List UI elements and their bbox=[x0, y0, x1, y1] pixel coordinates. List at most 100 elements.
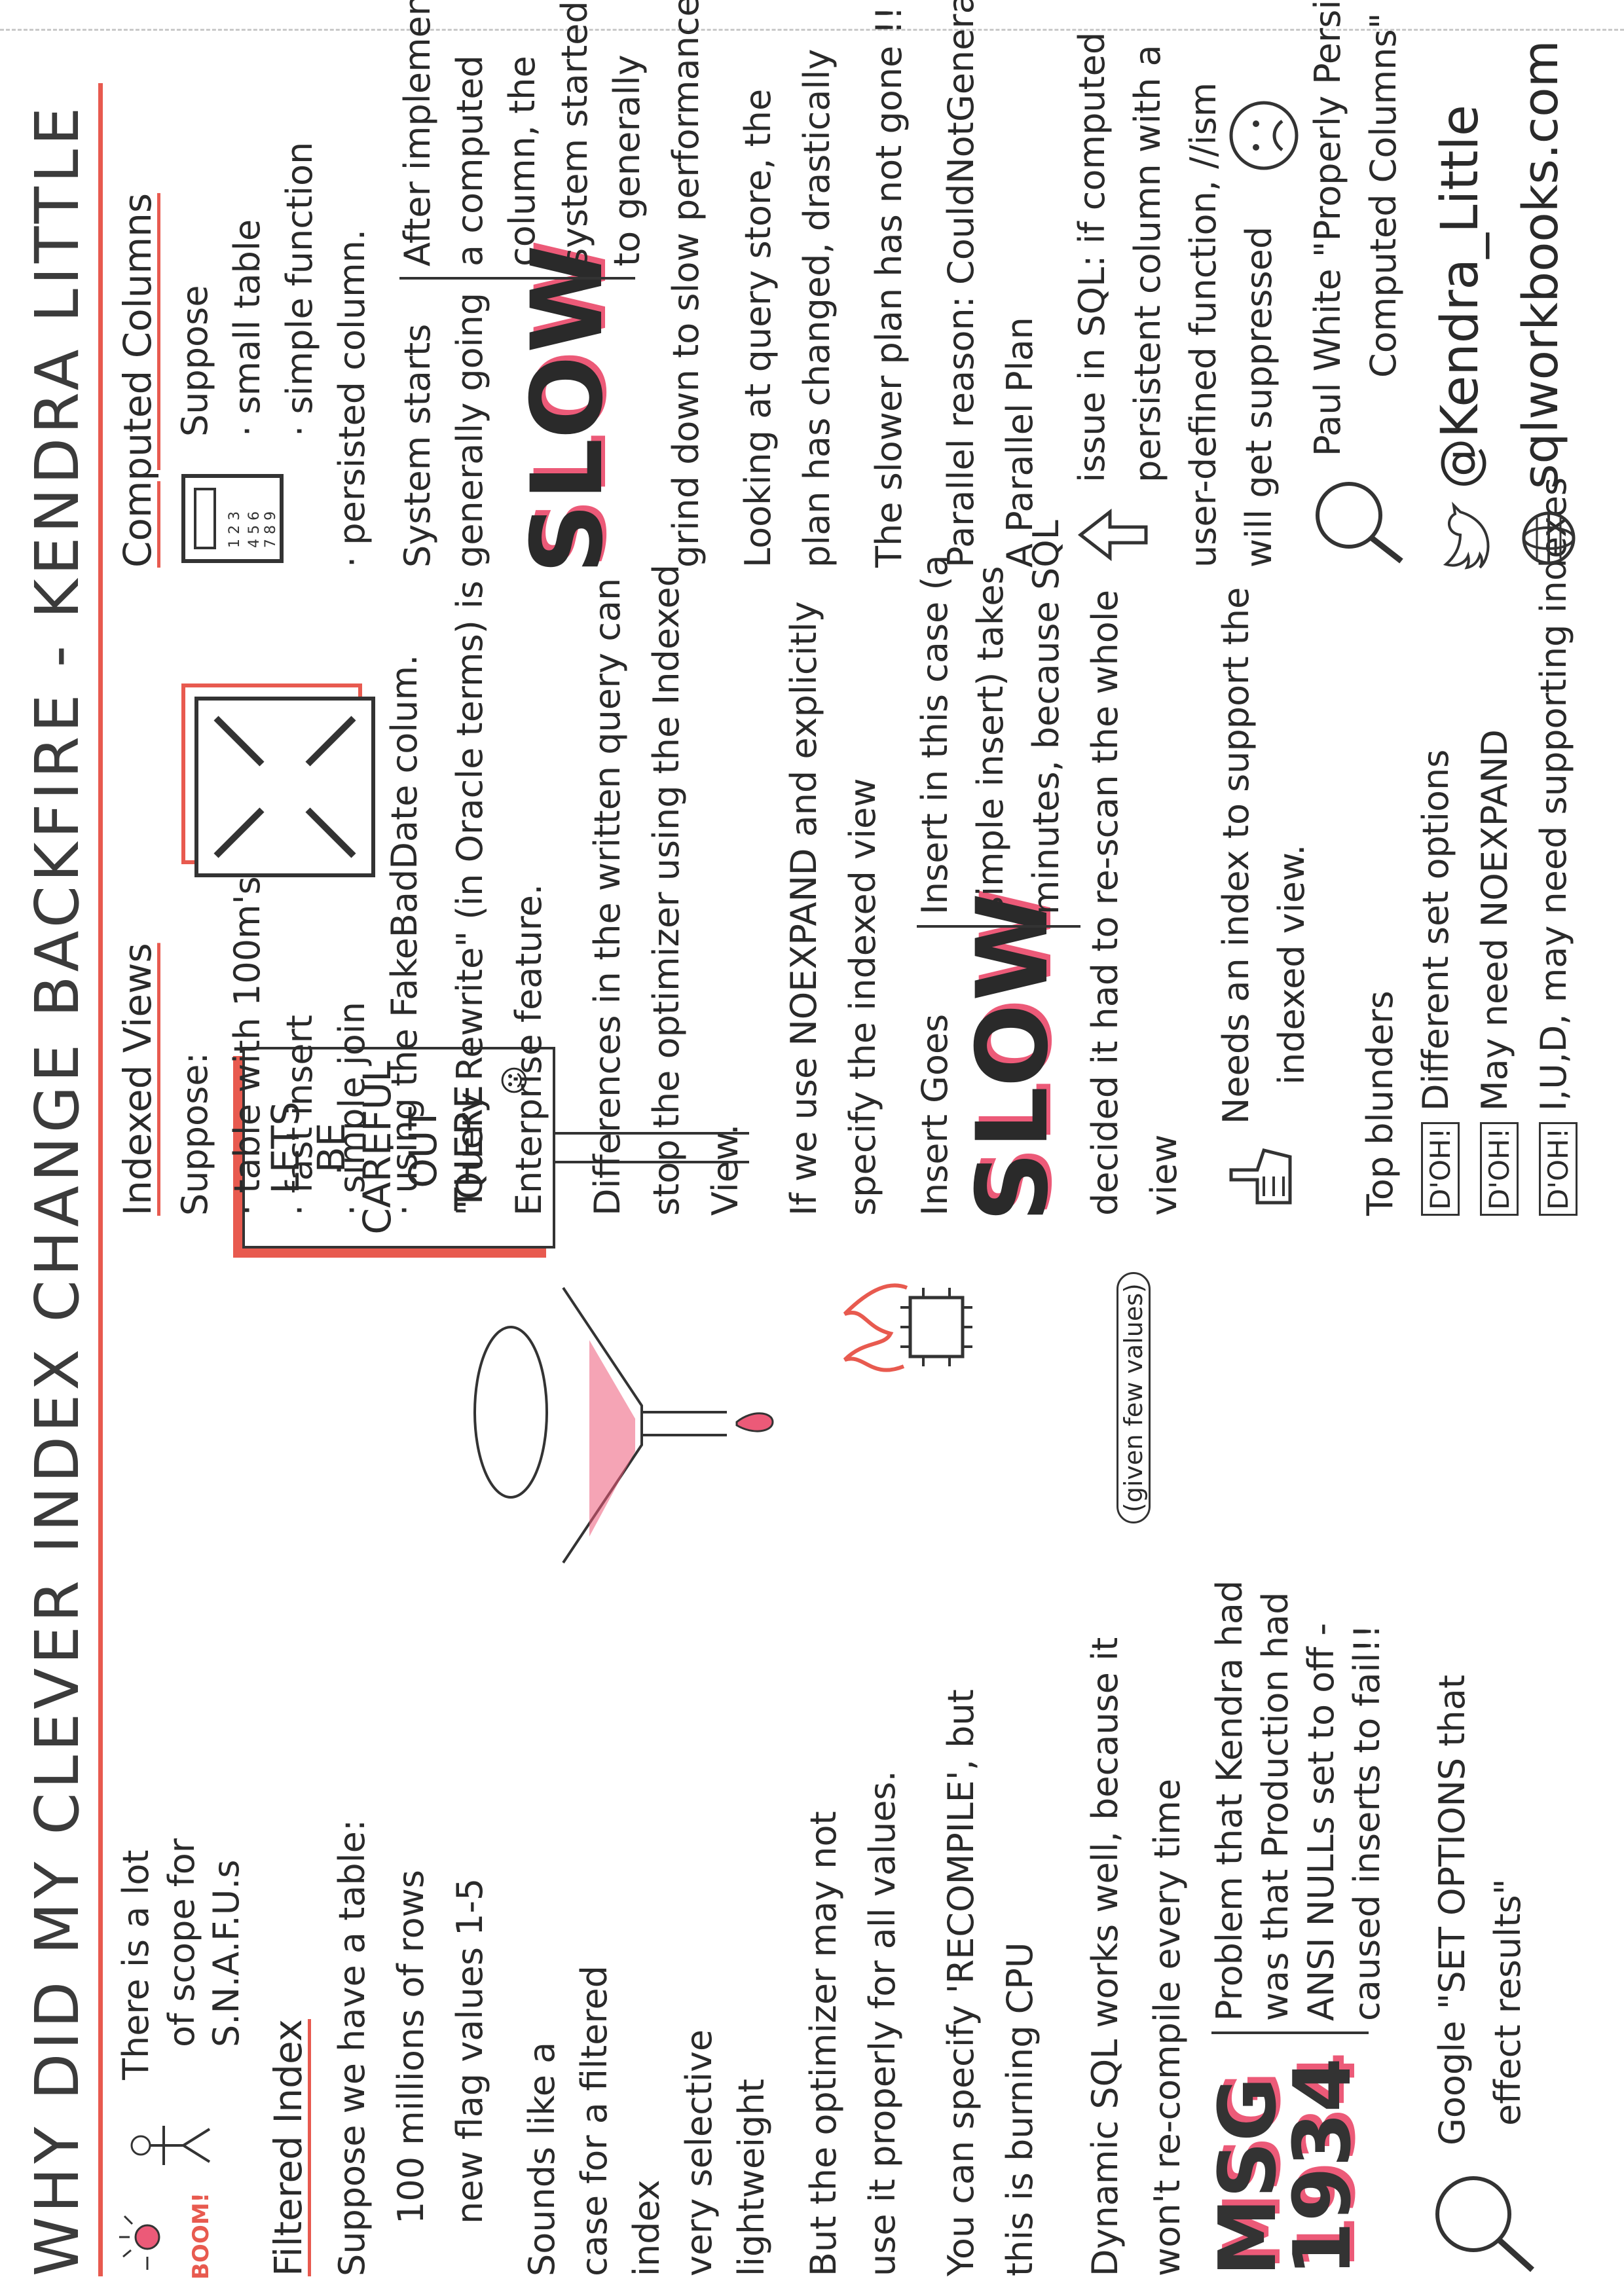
indexed-line-10: View. bbox=[705, 1123, 746, 1216]
insert-note-line-2: simple insert) takes bbox=[970, 566, 1011, 915]
magnifier-icon-2 bbox=[1316, 482, 1403, 564]
problem-line-3: ANSI NULLs set to off - bbox=[1301, 1622, 1342, 2021]
computed-more-line-4: The slower plan has not gone !! bbox=[868, 6, 910, 568]
title-underline bbox=[98, 83, 103, 2276]
computed-more-line-2: Looking at query store, the bbox=[737, 88, 779, 568]
stick-figure-icon bbox=[130, 2126, 211, 2165]
blunder-3-badge: D'OH! bbox=[1539, 1121, 1578, 1216]
sad-face-icon bbox=[1229, 101, 1299, 170]
svg-text:4 5 6: 4 5 6 bbox=[246, 511, 263, 548]
insert-note-line-3: minutes, because SQL bbox=[1025, 520, 1067, 915]
hand-point-icon bbox=[1229, 1148, 1292, 1205]
indexed-slow-word: SLOW bbox=[956, 890, 1070, 1222]
filtered-line-14: won't re-compile every time bbox=[1147, 1778, 1188, 2276]
paul-white-line-1: Paul White "Properly Persisted bbox=[1307, 0, 1348, 456]
filtered-line-11: You can specify 'RECOMPILE', but bbox=[940, 1689, 982, 2276]
after-divider bbox=[399, 277, 635, 280]
insert-note-line-1: Insert in this case (a bbox=[914, 555, 955, 915]
after-note-line-2: a computed bbox=[449, 55, 490, 266]
filtered-line-8: lightweight bbox=[731, 2079, 772, 2276]
calculator-icon: 1 2 3 4 5 6 7 8 9 bbox=[181, 474, 284, 563]
computed-more-line-3: plan has changed, drastically bbox=[796, 48, 838, 568]
burning-cpu-icon bbox=[843, 1283, 972, 1372]
msg-divider bbox=[1211, 2032, 1369, 2034]
computed-line-4: · persisted column. bbox=[331, 228, 373, 568]
system-starts-line-2: generally going bbox=[449, 292, 490, 568]
twitter-handle[interactable]: @Kendra_Little bbox=[1431, 104, 1490, 489]
funnel-icon bbox=[473, 1286, 774, 1564]
blunder-2-text: May need NOEXPAND bbox=[1474, 729, 1515, 1111]
indexed-line-1: Suppose: bbox=[174, 1052, 215, 1216]
twitter-bird-icon bbox=[1443, 501, 1490, 570]
computed-more-line-8: persistent column with a bbox=[1127, 45, 1168, 483]
paul-white-line-2: Computed Columns" bbox=[1363, 12, 1404, 378]
rescan-line-2: view bbox=[1143, 1134, 1185, 1216]
indexed-views-heading: Indexed Views bbox=[115, 943, 160, 1216]
computed-more-line-1: grind down to slow performance bbox=[665, 0, 707, 568]
filtered-line-9: But the optimizer may not bbox=[803, 1811, 844, 2276]
computed-slow-word: SLOW bbox=[511, 242, 625, 574]
filtered-line-5: case for a filtered bbox=[574, 1965, 615, 2276]
problem-line-4: caused inserts to fail!! bbox=[1346, 1624, 1388, 2021]
indexed-line-4: · simple join bbox=[331, 1001, 373, 1216]
filtered-line-15: (given few values) bbox=[1116, 1272, 1151, 1523]
blunder-1-badge: D'OH! bbox=[1421, 1121, 1460, 1216]
filtered-line-13: Dynamic SQL works well, because it bbox=[1084, 1637, 1126, 2276]
computed-line-3: · simple function bbox=[279, 141, 320, 437]
google-line-2: effect results" bbox=[1487, 1878, 1528, 2126]
indexed-line-5: · using the FakeBadDate colum. bbox=[384, 654, 425, 1216]
after-note-line-3: column, the bbox=[502, 56, 543, 266]
filtered-line-6: index bbox=[626, 2179, 667, 2276]
after-note-line-1: After implementing bbox=[397, 0, 438, 266]
svg-text:7 8 9: 7 8 9 bbox=[263, 511, 279, 548]
boom-icon bbox=[119, 2215, 160, 2270]
computed-more-line-5: Parallel reason: CouldNotGenerate bbox=[940, 0, 982, 568]
filtered-line-10: use it properly for all values. bbox=[862, 1770, 903, 2276]
needs-index-line-1: Needs an index to support the bbox=[1215, 587, 1257, 1124]
filtered-line-1: Suppose we have a table: bbox=[331, 1819, 373, 2276]
computed-line-1: Suppose bbox=[174, 285, 215, 437]
scope-note-line-2: of scope for bbox=[161, 1838, 202, 2047]
indexed-line-12: specify the indexed view bbox=[842, 778, 883, 1216]
blunder-3-text: I,U,D, may need supporting indexes bbox=[1533, 477, 1574, 1111]
indexed-line-11: If we use NOEXPAND and explicitly bbox=[783, 601, 824, 1216]
scope-note-line-3: S.N.A.F.U.s bbox=[206, 1859, 247, 2047]
rescan-line-1: decided it had to re-scan the whole bbox=[1084, 589, 1126, 1216]
after-note-line-5: to generally bbox=[606, 54, 648, 266]
indexed-line-9: stop the optimizer using the Indexed bbox=[646, 564, 687, 1216]
msg-1934-badge: MSG 1934 bbox=[1203, 2058, 1369, 2276]
filtered-line-2: 100 millions of rows bbox=[390, 1870, 432, 2224]
after-note-line-4: system started bbox=[554, 1, 595, 266]
indexed-line-3: · fast insert bbox=[279, 1015, 320, 1216]
arrow-up-icon bbox=[1077, 508, 1148, 562]
computed-more-line-9: user-defined function, //ism bbox=[1183, 82, 1224, 568]
scope-note-line-1: There is a lot bbox=[115, 1850, 157, 2080]
indexed-line-7: Enterprise feature. bbox=[508, 883, 549, 1216]
computed-line-2: · small table bbox=[227, 219, 268, 437]
blunder-1-text: Different set options bbox=[1415, 749, 1456, 1111]
filtered-index-heading: Filtered Index bbox=[266, 2019, 310, 2276]
msg-badge-line-1: MSG bbox=[1203, 2077, 1294, 2276]
insert-divider bbox=[917, 925, 1080, 928]
filtered-line-3: new flag values 1-5 bbox=[449, 1878, 490, 2224]
google-line-1: Google "SET OPTIONS that bbox=[1431, 1675, 1473, 2145]
magnifier-icon bbox=[1435, 2176, 1535, 2272]
needs-index-line-2: indexed view. bbox=[1271, 844, 1312, 1085]
computed-columns-heading: Computed Columns bbox=[115, 192, 160, 568]
top-blunders-heading: Top blunders bbox=[1359, 991, 1401, 1216]
website-link[interactable]: sqlworkbooks.com bbox=[1513, 40, 1569, 489]
insert-goes-label: Insert Goes bbox=[914, 1013, 955, 1216]
indexed-line-6: "Query Rewrite" (in Oracle terms) is bbox=[449, 580, 490, 1216]
boom-label: BOOM! bbox=[188, 2192, 214, 2280]
scan-edge-line bbox=[0, 29, 1624, 31]
msg-badge-line-2: 1934 bbox=[1278, 2058, 1369, 2276]
svg-text:1 2 3: 1 2 3 bbox=[227, 511, 243, 548]
filtered-line-4: Sounds like a bbox=[521, 2041, 563, 2276]
computed-more-line-10: will get suppressed bbox=[1238, 226, 1280, 568]
page-title: WHY DID MY CLEVER INDEX CHANGE BACKFIRE … bbox=[22, 103, 92, 2276]
indexed-line-8: Differences in the written query can bbox=[587, 577, 628, 1216]
globe-icon bbox=[1522, 511, 1576, 565]
filtered-line-12: this is burning CPU bbox=[999, 1942, 1041, 2276]
problem-line-2: was that Production had bbox=[1255, 1592, 1296, 2021]
